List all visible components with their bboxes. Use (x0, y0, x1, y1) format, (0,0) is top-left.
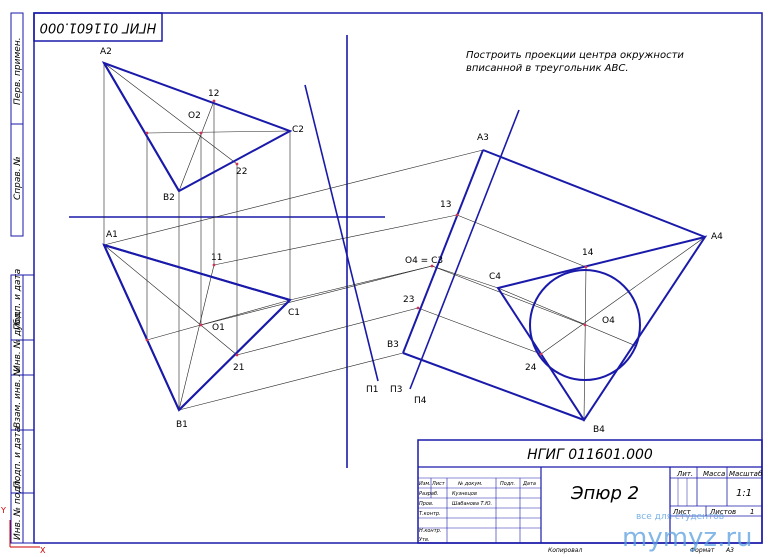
tb-kopiroval: Копировал (548, 547, 582, 554)
label-pi3: П3 (390, 385, 403, 395)
watermark-large: mymyz.ru (622, 523, 753, 553)
tb-listov: Листов (709, 508, 736, 516)
tb-nkontr: Н.контр. (419, 528, 441, 534)
label-c2: C2 (292, 125, 304, 135)
side-stamp-4: Инв. № дубл. (13, 310, 23, 372)
label-21: 21 (233, 363, 244, 373)
label-c4: C4 (489, 272, 501, 282)
label-22: 22 (236, 167, 247, 177)
tb-prov-name: Шабанова Т.Ю. (452, 501, 492, 507)
point-labels: A2 B2 C2 O2 12 22 A1 B1 C1 O1 11 21 A3 1… (100, 47, 723, 435)
tb-code: НГИГ 011601.000 (527, 447, 653, 463)
tb-listov-val: 1 (750, 508, 754, 516)
tb-list-s: Лист (431, 481, 446, 487)
tb-format: Формат (690, 547, 715, 554)
label-b4: B4 (593, 425, 605, 435)
label-o1: O1 (212, 323, 225, 333)
watermark-small: все для студентов (636, 512, 724, 522)
label-12: 12 (208, 89, 219, 99)
tb-massa: Масса (703, 470, 725, 478)
label-13: 13 (440, 200, 451, 210)
label-11: 11 (211, 253, 222, 263)
incircle (529, 269, 641, 381)
side-stamp-3: Подп. и дата (13, 269, 23, 330)
label-o4: O4 (602, 316, 615, 326)
tb-razrab: Разраб. (419, 491, 439, 497)
label-a3: A3 (477, 133, 489, 143)
tb-prov: Пров. (419, 501, 434, 507)
label-a2: A2 (100, 47, 112, 57)
axis-y-label: Y (0, 506, 6, 515)
tb-format-val: A3 (725, 547, 734, 554)
label-o4c3: O4 = C3 (405, 256, 443, 266)
label-14: 14 (582, 248, 594, 258)
task-line-1: Построить проекции центра окружности (466, 50, 684, 61)
mirrored-code: НГИГ 011601.000 (40, 20, 157, 35)
side-stamp-2: Справ. № (13, 156, 23, 200)
axis-x-label: X (40, 546, 46, 555)
corner-axis (9, 520, 40, 548)
label-24: 24 (525, 363, 537, 373)
tb-ndokum: № докум. (457, 481, 483, 487)
label-pi1: П1 (366, 385, 379, 395)
label-a1: A1 (106, 230, 118, 240)
side-stamp-1: Перв. примен. (13, 37, 23, 105)
tb-name: Эпюр 2 (570, 483, 639, 504)
tb-izm: Изм. (419, 481, 431, 487)
tb-data: Дата (522, 481, 536, 487)
tb-podp: Подп. (500, 481, 515, 487)
projection-axes (69, 35, 520, 468)
label-a4: A4 (711, 232, 723, 242)
side-stamp (10, 12, 35, 544)
task-line-2: вписанной в треугольник ABC. (466, 63, 629, 74)
label-23: 23 (403, 295, 414, 305)
projection-ticks (145, 99, 588, 357)
tb-list: Лист (672, 508, 692, 516)
tb-lit: Лит. (676, 470, 693, 478)
label-b3: B3 (387, 340, 399, 350)
side-stamp-6: Подп. и дата (13, 427, 23, 488)
tb-utv: Утв. (419, 537, 430, 543)
label-b2: B2 (163, 193, 175, 203)
label-c1: C1 (288, 308, 300, 318)
label-b1: B1 (176, 420, 188, 430)
side-stamp-5: Взам. инв. № (13, 367, 23, 428)
title-block (417, 439, 763, 544)
tb-scale: 1:1 (736, 488, 752, 499)
tb-tkontr: Т.контр. (419, 511, 441, 517)
side-stamp-7: Инв. № подл. (13, 478, 23, 540)
mirrored-code-box (33, 12, 163, 42)
tb-masshtab: Масштаб (729, 470, 763, 478)
label-pi4: П4 (414, 396, 427, 406)
label-o2: O2 (188, 111, 201, 121)
tb-razrab-name: Кузнецов (452, 491, 477, 497)
